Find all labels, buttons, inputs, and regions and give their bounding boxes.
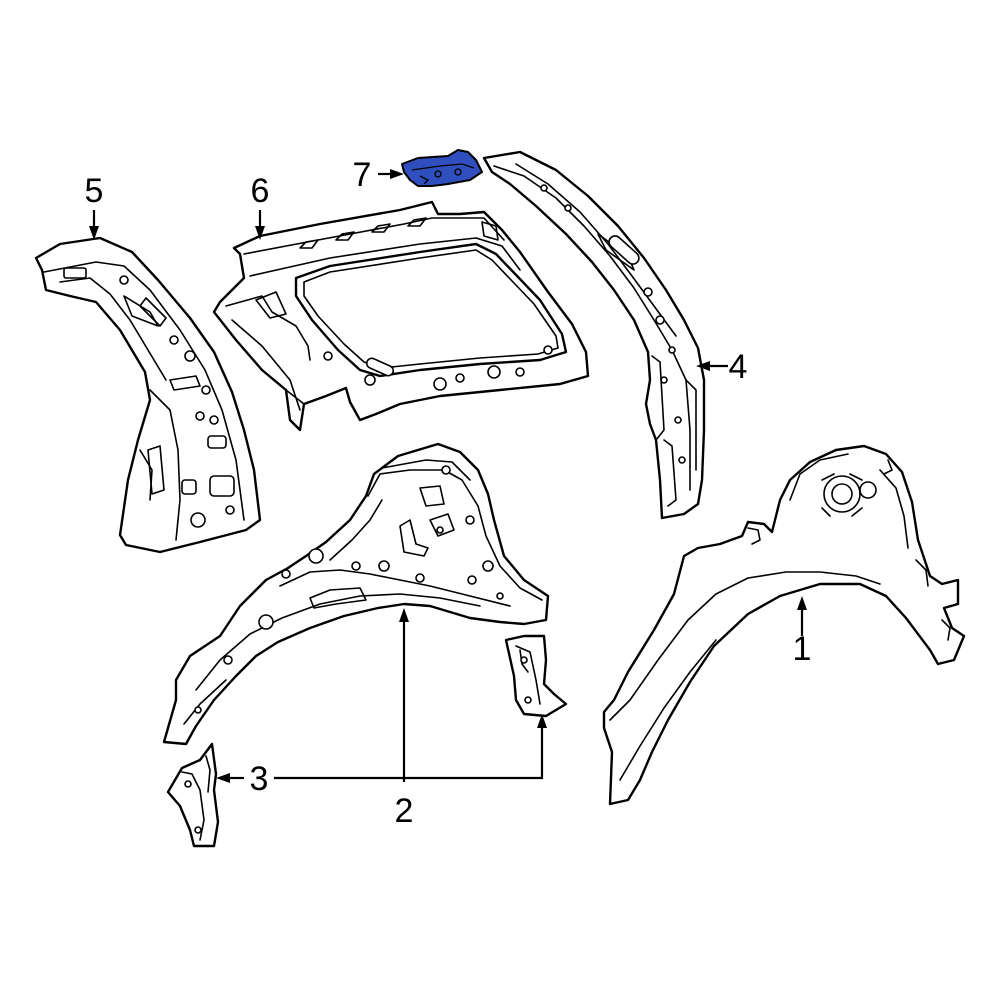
callout-1[interactable]: 1	[793, 630, 812, 668]
part-4-side-rail	[482, 150, 706, 520]
callout-4[interactable]: 4	[729, 348, 748, 386]
part-3-bracket-left	[166, 742, 220, 848]
callout-labels: 1 2 3 4 5 6 7	[85, 156, 812, 830]
leader-lines	[89, 169, 807, 783]
part-5-pillar-reinforcement	[34, 236, 262, 554]
callout-6[interactable]: 6	[251, 172, 270, 210]
part-2-quarter-inner	[162, 442, 550, 746]
callout-3[interactable]: 3	[250, 760, 269, 798]
callout-2[interactable]: 2	[395, 792, 414, 830]
callout-7[interactable]: 7	[353, 156, 372, 194]
part-1-wheelhouse-outer	[602, 444, 966, 806]
callout-5[interactable]: 5	[85, 172, 104, 210]
part-6-back-panel	[212, 200, 590, 432]
part-3-bracket-right	[504, 634, 568, 718]
part-7-bracket-highlighted	[401, 149, 483, 187]
